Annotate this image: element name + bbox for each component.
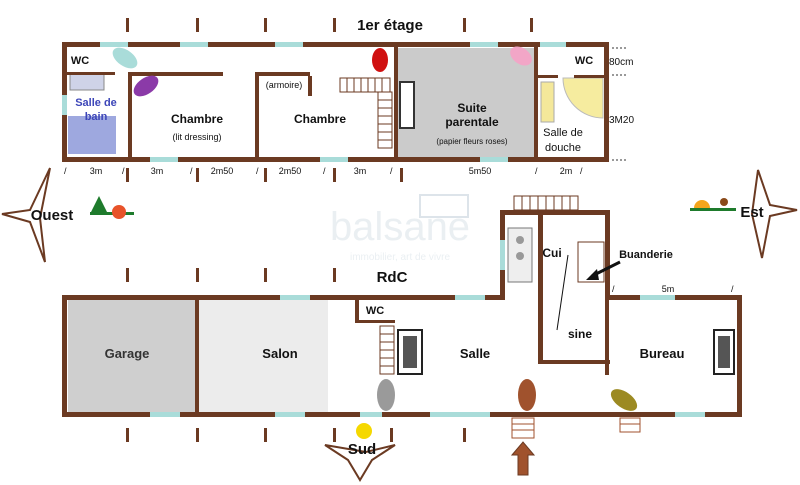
garage-fill [68, 300, 195, 412]
shower-corner [562, 77, 604, 119]
upper-dim-7: 2m [560, 166, 573, 176]
ground-axis-ticks [126, 268, 466, 442]
upper-staircase [339, 77, 415, 149]
watermark-tagline: immobilier, art de vivre [350, 252, 450, 263]
entrance-arrow [510, 441, 536, 476]
ground-dim-1: 5m [662, 284, 675, 294]
svg-text:/: / [64, 166, 67, 176]
bath-sink [69, 73, 105, 91]
upper-dim-6: 5m50 [469, 166, 492, 176]
ground-cuisine-2: sine [568, 327, 592, 341]
upper-windows [62, 42, 566, 162]
ground-bureau: Bureau [640, 346, 685, 361]
svg-text:/: / [323, 166, 326, 176]
upper-dim-3: 2m50 [211, 166, 234, 176]
east-arrow [750, 169, 798, 259]
salle-fireplace [397, 329, 423, 375]
ground-salon: Salon [262, 346, 297, 361]
upper-dim-h2: 3M20 [609, 115, 634, 126]
bath-fill [68, 116, 116, 154]
west-label: Ouest [31, 207, 74, 224]
ground-light-brown [518, 379, 536, 411]
upper-light-pink [510, 46, 532, 66]
svg-text:/: / [190, 166, 193, 176]
ground-dim-slash-2: / [731, 284, 734, 294]
svg-text:/: / [256, 166, 259, 176]
bureau-fireplace [713, 329, 735, 375]
buanderie-pointer-arrowhead [586, 269, 599, 280]
svg-text:/: / [535, 166, 538, 176]
upper-bath-label-1: Salle de [75, 97, 117, 109]
svg-text:/: / [580, 166, 583, 176]
upper-dim-4: 2m50 [279, 166, 302, 176]
entrance-steps [511, 417, 535, 439]
ground-light-grey [377, 379, 395, 411]
ground-windows [150, 240, 705, 417]
south-label: Sud [348, 441, 376, 458]
svg-text:/: / [122, 166, 125, 176]
ground-floor-title: RdC [377, 269, 408, 286]
upper-suite-1: Suite [457, 101, 487, 115]
south-arrow [324, 444, 396, 482]
ground-dim-slash-1: / [612, 284, 615, 294]
kitchen-back-stairs [513, 195, 579, 211]
watermark-house-icon [419, 194, 469, 218]
upper-axis-ticks [126, 18, 533, 182]
svg-text:/: / [390, 166, 393, 176]
west-arrow [1, 167, 51, 263]
east-label: Est [740, 204, 763, 221]
ground-buanderie: Buanderie [619, 249, 673, 261]
upper-dimension-row: / / / / / / / / [64, 166, 583, 176]
watermark-brand: balsane [330, 205, 470, 249]
upper-dim-1: 3m [90, 166, 103, 176]
watermark: balsane immobilier, art de vivre [330, 194, 470, 263]
east-sun-rooster-icon [690, 198, 736, 211]
suite-fill [398, 48, 534, 160]
ground-cuisine-1: Cui [542, 246, 561, 260]
upper-dim-5: 3m [354, 166, 367, 176]
salon-fill [198, 300, 328, 412]
ground-light-olive [610, 389, 638, 411]
ground-garage: Garage [105, 346, 150, 361]
upper-chambre1: Chambre [171, 112, 223, 126]
upper-wc-right: WC [575, 55, 593, 67]
shower-tray [540, 81, 555, 123]
bureau-steps [619, 417, 641, 433]
upper-suite-2: parentale [445, 115, 499, 129]
ground-wc: WC [366, 305, 384, 317]
upper-douche-2: douche [545, 142, 581, 154]
ground-salle: Salle [460, 346, 490, 361]
upper-dim-2: 3m [151, 166, 164, 176]
kitchen-divider-line [556, 254, 569, 331]
south-sun-icon [356, 423, 372, 439]
upper-light-red [372, 48, 388, 72]
upper-light-cyan [112, 47, 138, 69]
upper-douche-1: Salle de [543, 127, 583, 139]
kitchen-stove [507, 227, 533, 283]
upper-light-purple [133, 75, 159, 97]
upper-dim-h1: 80cm [609, 57, 633, 68]
upper-bath-label-2: bain [85, 111, 108, 123]
west-tree-sun-icon [90, 196, 134, 219]
upper-chambre1-note: (lit dressing) [172, 132, 221, 142]
ground-staircase [379, 325, 395, 375]
upper-armoire-note: (armoire) [266, 80, 303, 90]
upper-floor-title: 1er étage [357, 17, 423, 34]
upper-wc-left: WC [71, 55, 89, 67]
upper-chambre2: Chambre [294, 112, 346, 126]
upper-height-marks [612, 47, 628, 161]
upper-suite-note: (papier fleurs roses) [436, 137, 507, 146]
